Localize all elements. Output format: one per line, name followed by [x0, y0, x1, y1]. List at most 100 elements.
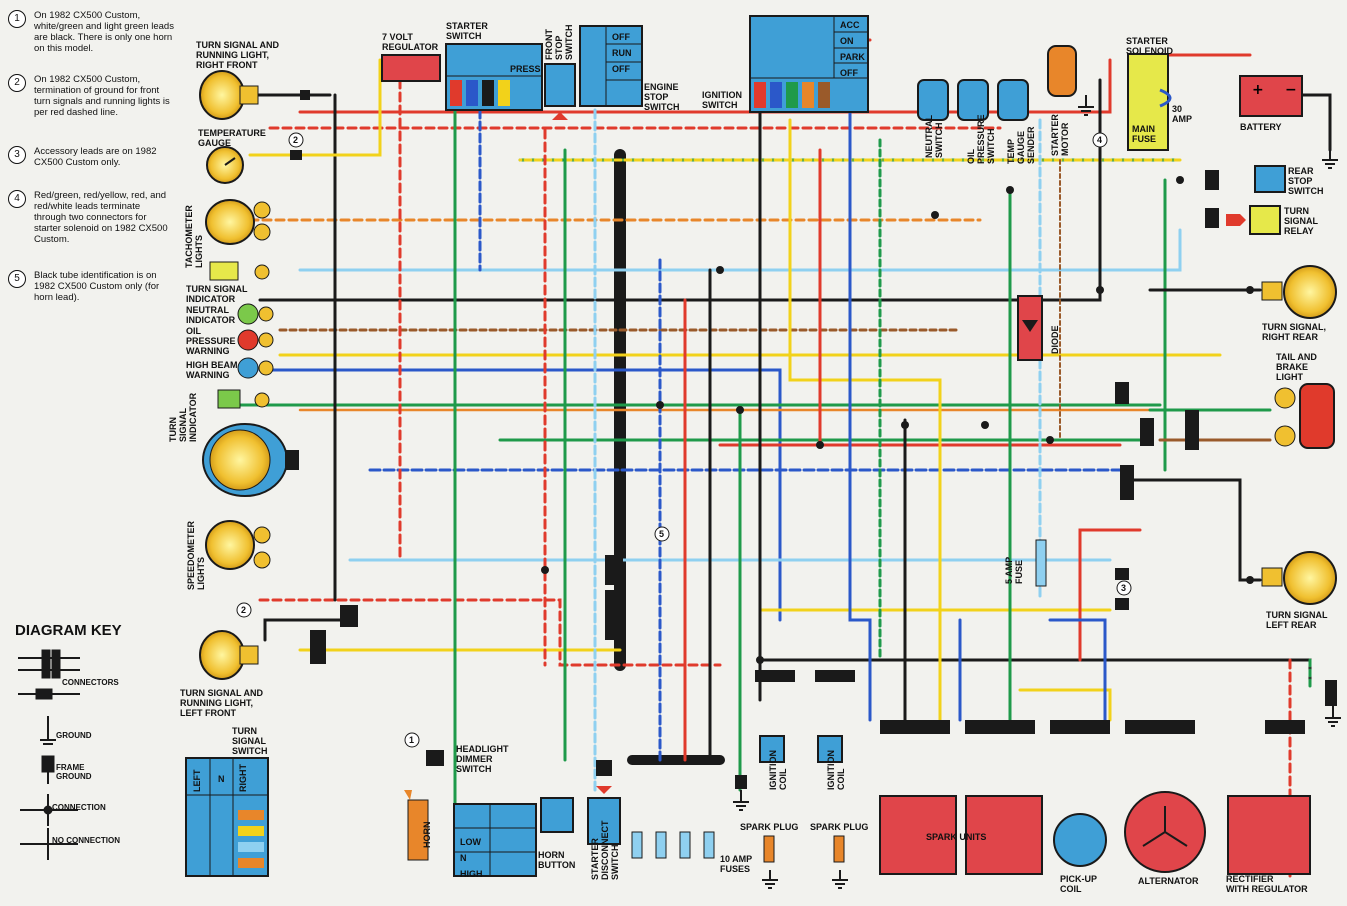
label-line: FUSES — [720, 864, 750, 874]
label-line: RUNNING LIGHT, — [196, 50, 269, 60]
oil-pressure-switch — [957, 79, 989, 121]
wire-red-3 — [1078, 528, 1142, 662]
key-connector-icon — [41, 649, 51, 679]
label-line: NEUTRAL — [186, 305, 229, 315]
connector — [965, 720, 1035, 734]
callout-1: 1 — [404, 732, 420, 748]
callout-3: 3 — [1116, 580, 1132, 596]
label-line: COIL — [778, 768, 788, 790]
callout-2-left: 2 — [236, 602, 252, 618]
label-line: IGNITION — [702, 90, 742, 100]
label-ignition-coil-2: IGNITIONCOIL — [826, 750, 846, 790]
label-line: SWITCH — [610, 845, 620, 881]
front-stop-switch — [544, 63, 576, 120]
spark-unit-1 — [879, 795, 957, 875]
label-oil-pressure-switch: OILPRESSURESWITCH — [966, 114, 996, 164]
key-connection-label: CONNECTION — [52, 803, 106, 812]
label-alternator: ALTERNATOR — [1138, 876, 1199, 886]
connector — [340, 605, 358, 627]
label-line: 7 VOLT — [382, 32, 413, 42]
wire-pickup-yellow — [1018, 688, 1112, 722]
horn-component — [404, 790, 429, 861]
left-indicator-lamp — [217, 389, 270, 409]
connection-dot — [736, 406, 744, 414]
connector — [1325, 680, 1337, 706]
ignition-coil-2 — [817, 735, 843, 763]
connector — [815, 670, 855, 682]
oil-pressure-lamp — [237, 329, 274, 351]
rear-left-lamp — [1261, 551, 1337, 605]
label-line: RELAY — [1284, 226, 1314, 236]
svg-text:+: + — [1252, 82, 1264, 98]
rectifier-regulator — [1227, 795, 1311, 875]
label-line: SIGNAL — [178, 407, 188, 442]
key-frame-ground-label: FRAME GROUND — [56, 763, 92, 781]
label-battery: BATTERY — [1240, 122, 1282, 132]
connector — [1185, 410, 1199, 450]
note-number: 5 — [8, 270, 26, 288]
wire-left-front — [263, 618, 342, 642]
connector — [605, 590, 623, 640]
callout-2-top: 2 — [288, 132, 304, 148]
connector — [1140, 418, 1154, 446]
label-line: TAIL AND — [1276, 352, 1317, 362]
label-line: TURN SIGNAL AND — [196, 40, 280, 50]
label-ts-right-rear: TURN SIGNAL,RIGHT REAR — [1262, 322, 1326, 342]
engine-stop-switch — [579, 25, 643, 107]
turn-signal-indicator-dial — [202, 423, 299, 497]
label-line: IGNITION — [826, 750, 836, 790]
label-line: SENDER — [1026, 126, 1036, 164]
note-number: 3 — [8, 146, 26, 164]
label-line: BRAKE — [1276, 362, 1308, 372]
diagram-key-graphics — [18, 649, 80, 860]
speedometer-lights — [205, 520, 271, 570]
label-horn: HORN — [422, 822, 432, 849]
connector — [735, 775, 747, 789]
note-text: On 1982 CX500 Custom, termination of gro… — [34, 74, 170, 118]
wire-vert-15 — [848, 88, 872, 722]
note-text: Red/green, red/yellow, red, and red/whit… — [34, 190, 168, 245]
position-label: N — [460, 853, 467, 863]
position-label: ON — [840, 36, 854, 46]
wire-pickup-blue — [1048, 618, 1107, 722]
temp-gauge-sender — [997, 79, 1029, 121]
connector — [310, 630, 326, 664]
label-line: TURN SIGNAL — [1266, 610, 1328, 620]
label-line: FUSE — [1014, 560, 1024, 584]
wire-red-main — [298, 58, 1112, 114]
connection-dot — [716, 266, 724, 274]
label-ignition-coil-1: IGNITIONCOIL — [768, 750, 788, 790]
label-front-stop-switch: FRONTSTOPSWITCH — [544, 25, 574, 61]
label-line: LIGHTS — [194, 235, 204, 268]
neutral-indicator-lamp — [237, 303, 274, 325]
callouts: 2 2 1 3 4 5 — [236, 132, 1132, 748]
svg-text:1: 1 — [409, 735, 414, 745]
svg-text:−: − — [1285, 82, 1297, 98]
fuse-5amp — [1035, 539, 1047, 587]
label-ts-switch-positions-right: RIGHT — [238, 764, 248, 793]
label-line: TEMP — [1006, 139, 1016, 164]
diode — [1017, 295, 1043, 361]
connector — [300, 90, 310, 100]
svg-text:2: 2 — [293, 135, 298, 145]
position-label: OFF — [612, 32, 630, 42]
connection-dot — [1246, 286, 1254, 294]
connector — [605, 555, 623, 585]
wire-black-1 — [258, 78, 1102, 302]
label-line: MOTOR — [1060, 122, 1070, 156]
battery: + − — [1239, 75, 1303, 117]
svg-text:3: 3 — [1121, 583, 1126, 593]
svg-text:5: 5 — [659, 529, 664, 539]
starter-solenoid — [1127, 53, 1172, 151]
label-turn-ind-vertical: TURNSIGNALINDICATOR — [168, 392, 198, 442]
